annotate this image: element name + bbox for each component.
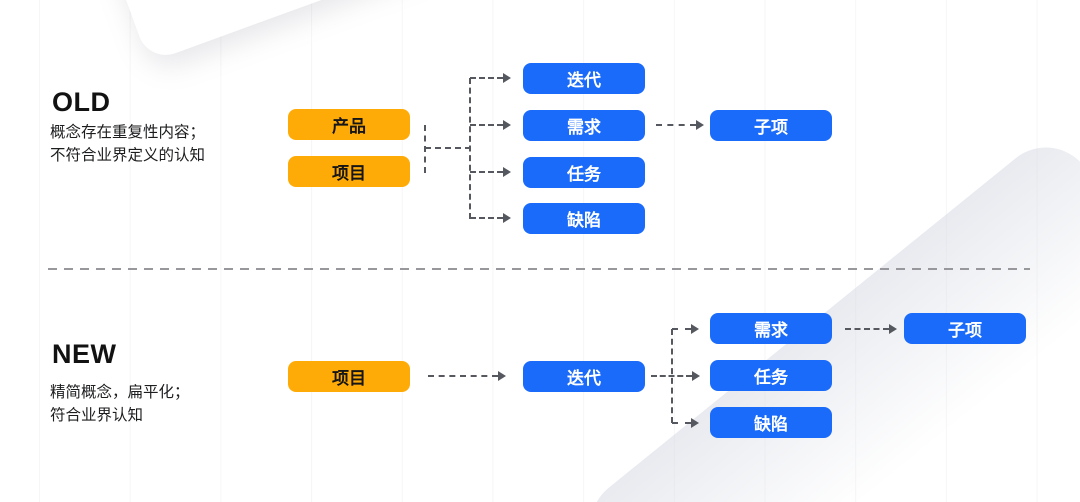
connector-old-requirement-to-subitem [656, 124, 696, 126]
connector-old-join-to-split [425, 147, 471, 149]
node-old-defect: 缺陷 [523, 203, 645, 234]
arrow-head-old-subitem-icon [696, 120, 704, 130]
node-old-task: 任务 [523, 157, 645, 188]
node-new-task: 任务 [710, 360, 832, 391]
node-new-defect: 缺陷 [710, 407, 832, 438]
arrow-head-old-iteration-icon [503, 73, 511, 83]
connector-old-split [469, 78, 471, 219]
connector-new-to-requirement [672, 328, 691, 330]
node-new-iteration: 迭代 [523, 361, 645, 392]
connector-old-to-task [470, 171, 503, 173]
old-description-line-2: 不符合业界定义的认知 [50, 147, 206, 164]
new-section-heading: NEW [52, 339, 117, 369]
arrow-head-old-requirement-icon [503, 120, 511, 130]
node-new-project: 项目 [288, 361, 410, 392]
arrow-head-new-iteration-icon [498, 371, 506, 381]
arrow-head-old-task-icon [503, 167, 511, 177]
new-section-description: 精简概念，扁平化； 符合业界认知 [50, 381, 190, 427]
node-old-requirement: 需求 [523, 110, 645, 141]
old-description-line-1: 概念存在重复性内容； [50, 124, 206, 141]
connector-old-to-requirement [470, 124, 503, 126]
node-old-iteration: 迭代 [523, 63, 645, 94]
connector-new-split [671, 329, 673, 423]
node-old-product: 产品 [288, 109, 410, 140]
arrow-head-new-subitem-icon [889, 324, 897, 334]
new-description-line-2: 符合业界认知 [50, 407, 144, 424]
arrow-head-new-task-icon [692, 371, 700, 381]
node-new-requirement: 需求 [710, 313, 832, 344]
connector-old-products-join [424, 125, 426, 173]
node-old-project: 项目 [288, 156, 410, 187]
arrow-head-new-defect-icon [691, 418, 699, 428]
section-divider [48, 268, 1030, 270]
connector-old-to-defect [470, 217, 503, 219]
old-section-heading: OLD [52, 87, 111, 117]
connector-old-to-iteration [470, 77, 503, 79]
connector-new-to-defect [672, 422, 691, 424]
decor-tilted-card [46, 0, 544, 63]
new-description-line-1: 精简概念，扁平化； [50, 384, 190, 401]
arrow-head-old-defect-icon [503, 213, 511, 223]
node-old-subitem: 子项 [710, 110, 832, 141]
connector-new-project-to-iteration [428, 375, 498, 377]
old-section-description: 概念存在重复性内容； 不符合业界定义的认知 [50, 121, 205, 167]
connector-new-requirement-to-subitem [845, 328, 889, 330]
arrow-head-new-requirement-icon [691, 324, 699, 334]
node-new-subitem: 子项 [904, 313, 1026, 344]
